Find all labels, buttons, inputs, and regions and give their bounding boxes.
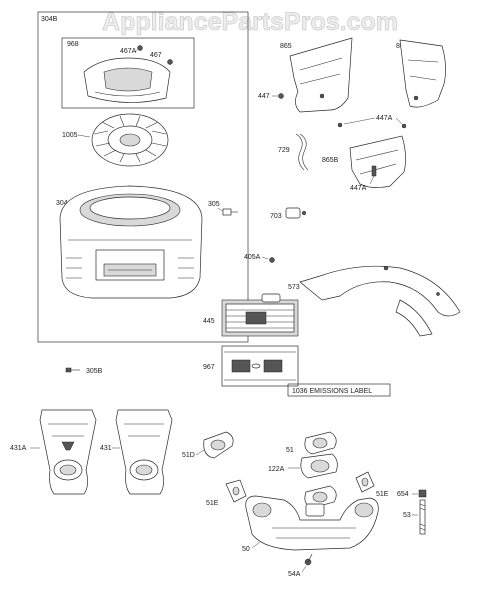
part-50-exhaust-manifold	[245, 495, 379, 551]
blower-housing-group: 304B 968 467A 467 1005 304	[37, 11, 249, 343]
label-447: 447	[258, 93, 270, 100]
label-467A: 467A	[120, 48, 137, 55]
label-447A-top: 447A	[376, 115, 393, 122]
part-1005-fan	[91, 113, 169, 167]
part-573-baffle	[299, 265, 461, 337]
part-405A-screw	[261, 256, 275, 263]
part-729-clip	[295, 133, 309, 171]
label-729: 729	[278, 147, 290, 154]
label-467: 467	[150, 52, 162, 59]
label-654: 654	[397, 491, 409, 498]
part-447A-screw-bottom	[369, 165, 377, 185]
part-431-shield	[112, 409, 173, 495]
label-865B: 865B	[322, 157, 339, 164]
label-122A: 122A	[268, 466, 285, 473]
label-431A: 431A	[10, 445, 27, 452]
part-51-gasket-mid	[304, 485, 337, 509]
label-53: 53	[403, 512, 411, 519]
label-1036-emissions: 1036 EMISSIONS LABEL	[292, 388, 372, 395]
part-51-gasket-top	[304, 431, 337, 455]
label-703: 703	[270, 213, 282, 220]
part-865B-shield	[349, 135, 406, 188]
label-447A-bottom: 447A	[350, 185, 367, 192]
label-445: 445	[203, 318, 215, 325]
part-467A-screw	[134, 45, 143, 53]
label-431: 431	[100, 445, 112, 452]
label-50: 50	[242, 546, 250, 553]
label-968: 968	[67, 41, 79, 48]
label-54A: 54A	[288, 571, 301, 578]
label-573: 573	[288, 284, 300, 291]
part-431A-shield	[30, 409, 97, 495]
label-967: 967	[203, 364, 215, 371]
part-703-bracket	[285, 207, 307, 219]
label-51E-left: 51E	[206, 500, 219, 507]
label-1005: 1005	[62, 132, 78, 139]
part-305B-screw	[65, 367, 80, 373]
part-968-grille	[83, 57, 171, 103]
part-654-nut	[412, 489, 427, 498]
label-51-top: 51	[286, 447, 294, 454]
group-box-304B	[37, 11, 249, 343]
part-122A-spacer	[288, 453, 338, 479]
part-51D-gasket	[195, 431, 234, 459]
part-1036-emissions-label: 1036 EMISSIONS LABEL	[287, 383, 391, 397]
part-865A-shield	[399, 39, 446, 108]
label-305: 305	[208, 201, 220, 208]
part-304-blower-housing	[59, 185, 203, 299]
watermark-text: AppliancePartsPros.com	[102, 8, 398, 36]
part-865-shield	[289, 37, 353, 113]
part-54A-bolt	[301, 553, 313, 573]
part-53-stud	[412, 499, 426, 535]
label-304: 304	[56, 200, 68, 207]
label-405A: 405A	[244, 254, 261, 261]
part-445-air-filter	[221, 293, 299, 337]
part-467-screw	[167, 59, 173, 65]
label-51E-right: 51E	[376, 491, 389, 498]
label-305B: 305B	[86, 368, 103, 375]
label-304B: 304B	[41, 16, 58, 23]
part-967-pre-filter	[221, 345, 299, 387]
part-447-screw	[272, 93, 284, 99]
part-51E-gasket-left	[225, 479, 247, 503]
part-305-screw	[217, 207, 238, 216]
group-box-968	[61, 37, 195, 109]
part-51E-gasket-right	[355, 471, 375, 493]
label-51D: 51D	[182, 452, 195, 459]
label-865: 865	[280, 43, 292, 50]
part-447A-screws-top	[337, 117, 407, 129]
